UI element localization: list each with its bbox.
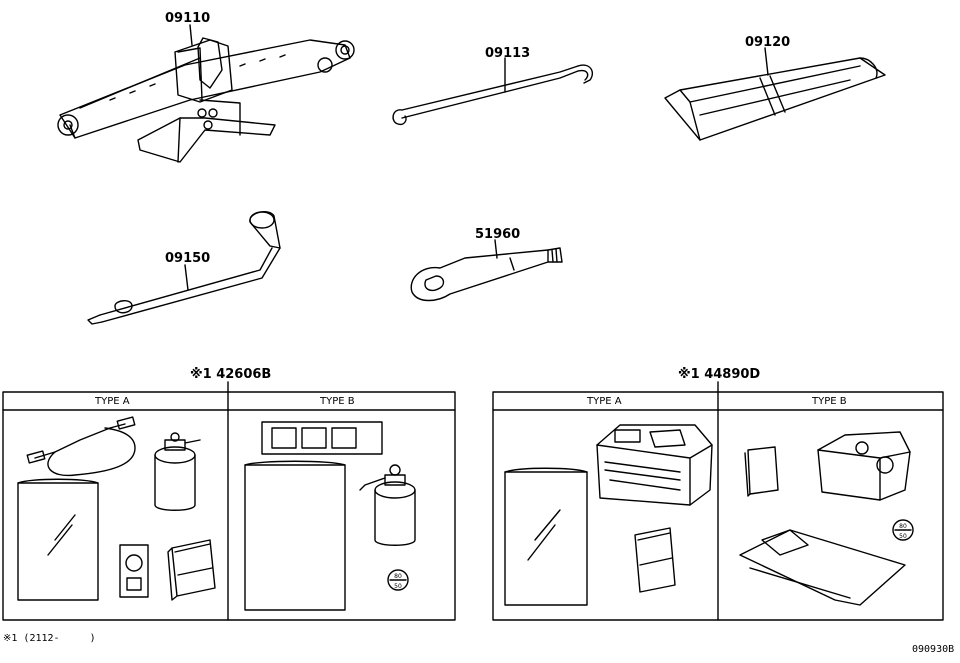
tool-bag-drawing — [664, 47, 886, 141]
footnote: ※1 (2112- ) — [3, 633, 96, 644]
jack-handle-drawing — [392, 57, 594, 126]
figure-id: 090930B — [912, 644, 954, 655]
kit-right-box — [492, 381, 944, 621]
speed-mark-bottom-left: 50 — [394, 583, 402, 590]
kit-left-box — [2, 381, 456, 621]
kit-right-label: ※1 44890D — [678, 367, 760, 382]
speed-mark-top-left: 80 — [394, 573, 402, 580]
part-number-handle: 09113 — [485, 46, 530, 61]
kit-right-type-b: TYPE B — [811, 396, 847, 407]
scissor-jack-drawing — [57, 24, 355, 163]
kit-left-label: ※1 42606B — [190, 367, 271, 382]
speed-mark-bottom-right: 50 — [899, 533, 907, 540]
kit-left-type-b: TYPE B — [319, 396, 355, 407]
part-number-eye: 51960 — [475, 227, 520, 242]
speed-mark-top-right: 80 — [899, 523, 907, 530]
part-number-jack: 09110 — [165, 11, 210, 26]
part-number-wrench: 09150 — [165, 251, 210, 266]
lug-wrench-drawing — [87, 211, 281, 325]
part-number-bag: 09120 — [745, 35, 790, 50]
kit-left-type-a: TYPE A — [94, 396, 130, 407]
towing-eye-drawing — [410, 239, 563, 302]
kit-right-type-a: TYPE A — [586, 396, 622, 407]
